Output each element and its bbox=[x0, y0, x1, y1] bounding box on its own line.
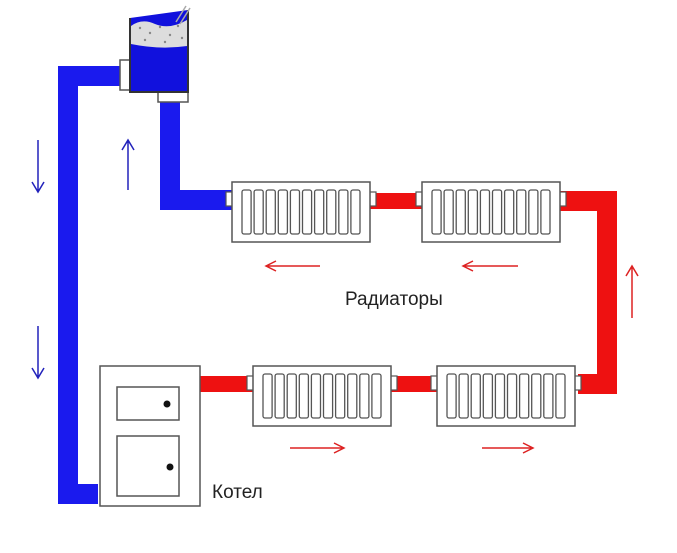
radiator-section bbox=[334, 373, 346, 419]
radiator-section bbox=[467, 189, 479, 235]
boiler-label: Котел bbox=[212, 482, 263, 503]
radiator-section bbox=[543, 373, 554, 419]
radiator-section bbox=[431, 189, 442, 235]
radiator-section bbox=[326, 189, 337, 235]
radiator-section bbox=[241, 189, 252, 235]
radiator-section bbox=[479, 189, 491, 235]
arrow-up-icon bbox=[121, 138, 135, 190]
radiator-section bbox=[350, 189, 361, 235]
radiator-section bbox=[506, 373, 518, 419]
radiator-section bbox=[313, 189, 325, 235]
radiator-section bbox=[277, 189, 289, 235]
radiator-section bbox=[347, 373, 358, 419]
radiator-section bbox=[540, 189, 551, 235]
radiator-section bbox=[262, 373, 273, 419]
radiator-section bbox=[503, 189, 515, 235]
radiator-section bbox=[446, 373, 457, 419]
radiator-section bbox=[286, 373, 297, 419]
radiator-section bbox=[528, 189, 539, 235]
radiator-section bbox=[494, 373, 506, 419]
radiator-section bbox=[443, 189, 454, 235]
radiator-section bbox=[518, 373, 530, 419]
radiator-bottom-right bbox=[430, 365, 582, 427]
radiator-section bbox=[555, 373, 566, 419]
radiator-section bbox=[359, 373, 370, 419]
radiator-section bbox=[455, 189, 466, 235]
radiator-section bbox=[470, 373, 481, 419]
arrow-left-icon bbox=[264, 260, 518, 272]
hot-pipe-top-middle bbox=[370, 193, 422, 209]
hot-pipe-bottom-middle bbox=[390, 376, 438, 392]
hot-pipe-boiler-outlet bbox=[199, 376, 255, 392]
radiator-body bbox=[231, 181, 371, 243]
radiator-section bbox=[458, 373, 469, 419]
radiators-label: Радиаторы bbox=[345, 289, 443, 310]
arrow-right-icon bbox=[290, 442, 535, 454]
radiator-section bbox=[516, 189, 527, 235]
radiator-section bbox=[310, 373, 322, 419]
radiator-section bbox=[274, 373, 285, 419]
radiator-section bbox=[491, 189, 503, 235]
radiator-section bbox=[253, 189, 264, 235]
radiator-body bbox=[436, 365, 576, 427]
radiator-bottom-left bbox=[246, 365, 398, 427]
radiator-section bbox=[371, 373, 382, 419]
radiator-body bbox=[252, 365, 392, 427]
cold-pipe-tank-to-radiator bbox=[160, 95, 232, 210]
expansion-tank bbox=[119, 5, 191, 103]
radiator-top-right bbox=[415, 181, 567, 243]
arrow-down-icon bbox=[31, 140, 45, 380]
boiler bbox=[99, 365, 201, 507]
cold-pipe-left bbox=[58, 66, 128, 504]
radiator-section bbox=[265, 189, 276, 235]
radiator-body bbox=[421, 181, 561, 243]
radiator-section bbox=[289, 189, 301, 235]
radiator-section bbox=[298, 373, 310, 419]
radiator-top-left bbox=[225, 181, 377, 243]
radiator-section bbox=[482, 373, 494, 419]
arrow-up-icon bbox=[625, 264, 639, 318]
radiator-section bbox=[531, 373, 542, 419]
radiator-section bbox=[322, 373, 334, 419]
hot-pipe-right-riser bbox=[558, 191, 617, 394]
radiator-section bbox=[338, 189, 349, 235]
radiator-section bbox=[301, 189, 313, 235]
